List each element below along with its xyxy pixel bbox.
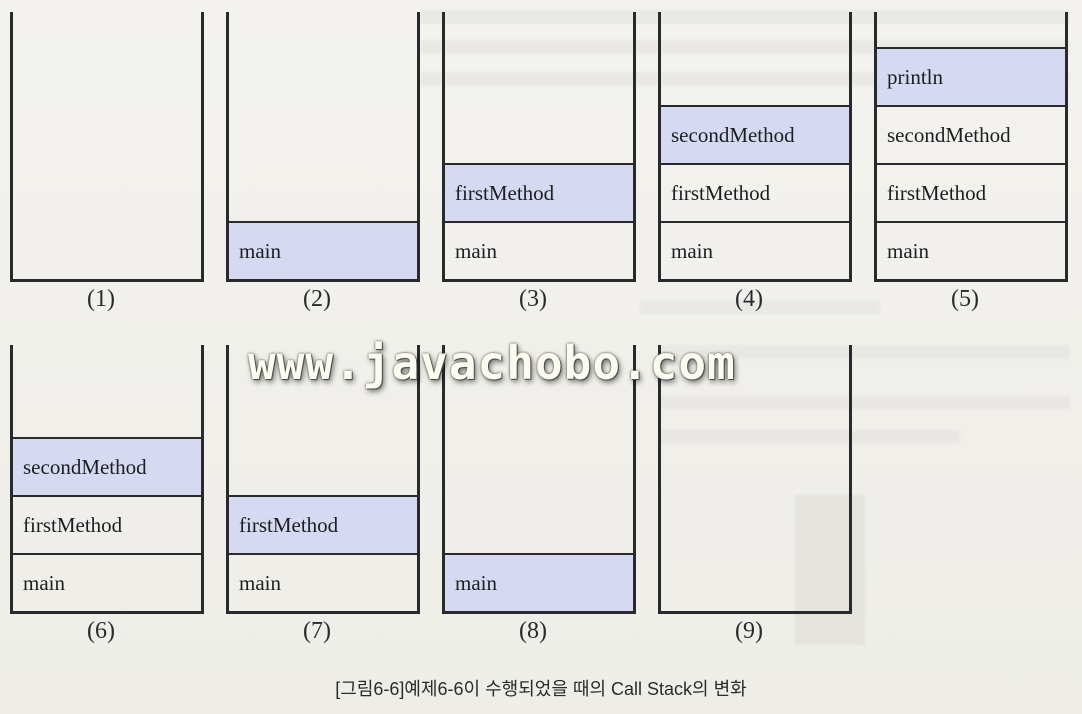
stack-floor [442,279,636,282]
call-stack-2: main [226,12,420,282]
stack-wall [417,345,420,614]
stack-frame-main: main [229,221,417,279]
stack-wall [442,12,445,282]
stack-frame-main: main [229,553,417,611]
stack-frame-main: main [445,221,633,279]
stack-frame-main: main [661,221,849,279]
watermark: www.javachobo.com [248,336,736,390]
call-stack-1 [10,12,204,282]
stack-floor [658,611,852,614]
stack-step-label: (2) [303,286,331,312]
bleed-through-box [795,495,865,645]
stack-wall [417,12,420,282]
bleed-through-text [660,430,960,444]
stack-step-label: (7) [303,618,331,644]
stack-frame-secondmethod: secondMethod [877,105,1065,163]
stack-wall [633,345,636,614]
stack-frame-main: main [445,553,633,611]
stack-step-label: (5) [951,286,979,312]
call-stack-9 [658,345,852,614]
stack-step-label: (9) [735,618,763,644]
stack-floor [10,279,204,282]
bleed-through-text [420,10,1070,24]
stack-floor [442,611,636,614]
stack-step-label: (8) [519,618,547,644]
stack-step-label: (6) [87,618,115,644]
stack-frame-secondmethod: secondMethod [13,437,201,495]
stack-frame-firstmethod: firstMethod [445,163,633,221]
stack-wall [201,12,204,282]
stack-floor [874,279,1068,282]
stack-wall [442,345,445,614]
stack-wall [1065,12,1068,282]
stack-floor [226,279,420,282]
stack-wall [10,12,13,282]
stack-floor [658,279,852,282]
stack-wall [849,12,852,282]
stack-wall [226,345,229,614]
stack-frame-secondmethod: secondMethod [661,105,849,163]
stack-floor [10,611,204,614]
stack-wall [658,12,661,282]
stack-frame-firstmethod: firstMethod [229,495,417,553]
stack-wall [633,12,636,282]
stack-frame-firstmethod: firstMethod [13,495,201,553]
stack-step-label: (4) [735,286,763,312]
bleed-through-text [660,345,1070,359]
figure-caption: [그림6-6]예제6-6이 수행되었을 때의 Call Stack의 변화 [335,679,747,699]
stack-wall [658,345,661,614]
stack-step-label: (3) [519,286,547,312]
stack-frame-firstmethod: firstMethod [661,163,849,221]
stack-frame-firstmethod: firstMethod [877,163,1065,221]
call-stack-8: main [442,345,636,614]
stack-step-label: (1) [87,286,115,312]
stack-frame-main: main [877,221,1065,279]
stack-floor [226,611,420,614]
bleed-through-text [640,300,880,314]
stack-wall [849,345,852,614]
stack-wall [10,345,13,614]
stack-frame-main: main [13,553,201,611]
stack-frame-println: println [877,47,1065,105]
stack-wall [226,12,229,282]
stack-wall [874,12,877,282]
bleed-through-text [660,395,1070,409]
stack-wall [201,345,204,614]
